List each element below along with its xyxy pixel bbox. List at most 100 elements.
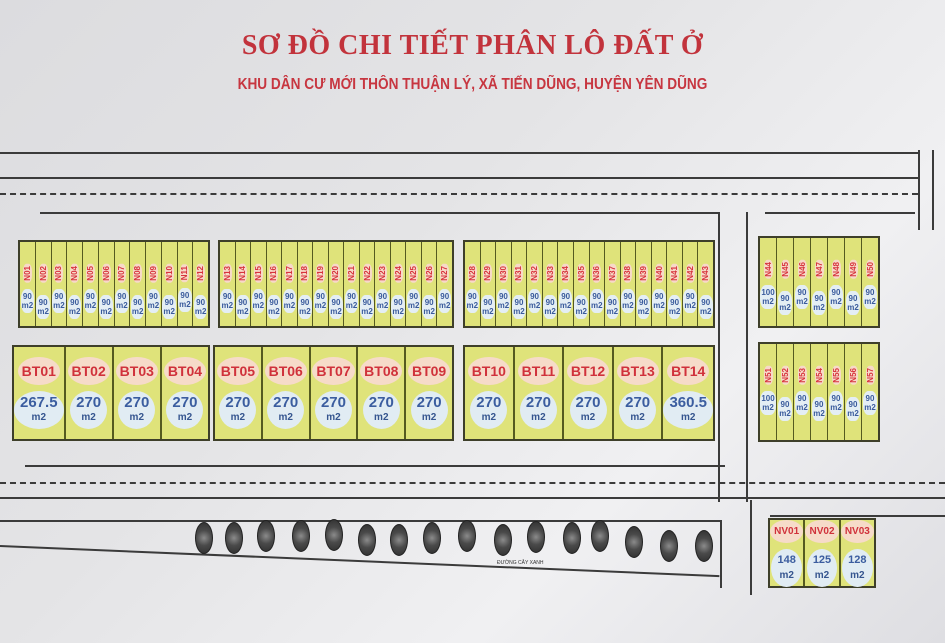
lot-name: N57 bbox=[865, 366, 875, 385]
lot-name: BT03 bbox=[115, 357, 158, 385]
lot-name: N08 bbox=[133, 264, 143, 283]
tree-icon bbox=[494, 524, 512, 556]
cross-road-edge bbox=[746, 212, 748, 502]
lot-name: N23 bbox=[378, 264, 388, 283]
lot-name: N51 bbox=[763, 366, 773, 385]
lot-name: N32 bbox=[530, 264, 540, 283]
lot-name: BT02 bbox=[67, 357, 110, 385]
cross-road-edge bbox=[718, 212, 720, 502]
lot-name: N36 bbox=[592, 264, 602, 283]
